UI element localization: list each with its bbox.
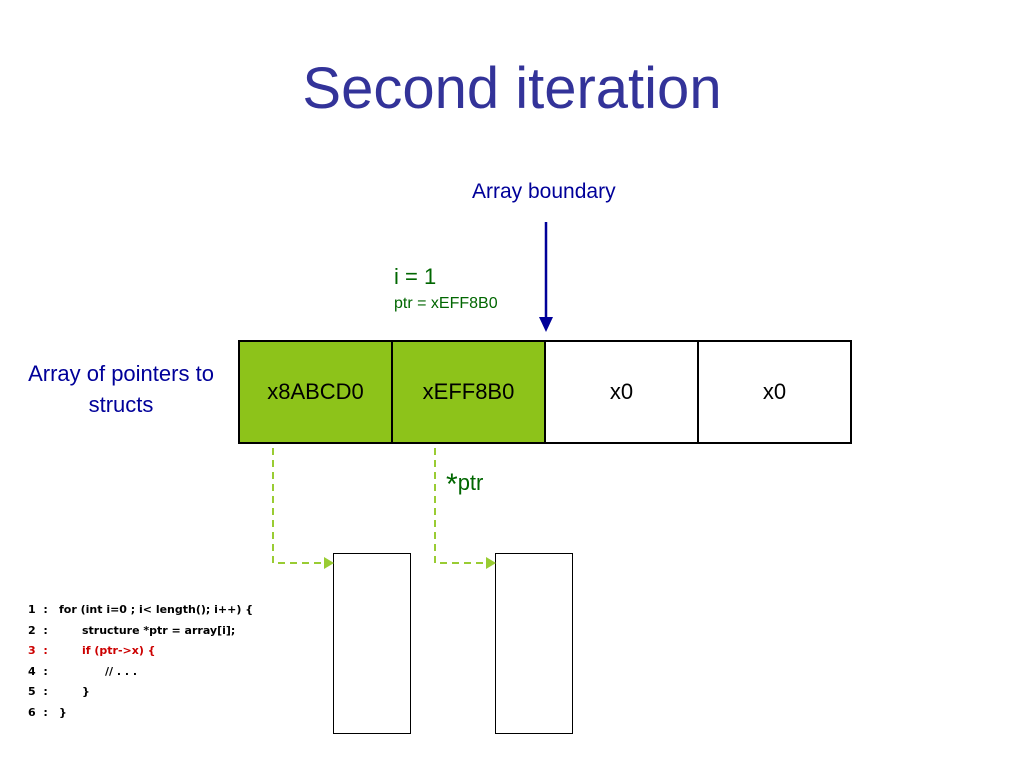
boundary-arrow <box>539 222 553 332</box>
code-text: } <box>59 705 67 719</box>
array-description-label: Array of pointers to structs <box>28 361 214 417</box>
line-number: 3 : <box>28 644 48 658</box>
line-number: 5 : <box>28 685 48 699</box>
code-line-1: 1 : for (int i=0 ; i< length(); i++) { <box>28 603 253 624</box>
array-cell-1: xEFF8B0 <box>391 340 546 444</box>
array-cell-3: x0 <box>697 340 852 444</box>
line-number: 4 : <box>28 664 48 678</box>
code-text: for (int i=0 ; i< length(); i++) { <box>59 603 254 616</box>
code-line-3-highlighted: 3 : if (ptr->x) { <box>28 644 253 665</box>
array-boundary-label: Array boundary <box>472 180 616 203</box>
code-line-5: 5 : } <box>28 685 253 706</box>
pointer-array: x8ABCD0 xEFF8B0 x0 x0 <box>238 340 852 444</box>
code-line-6: 6 :} <box>28 706 253 727</box>
iteration-index-label: i = 1 <box>394 264 437 289</box>
code-text: // . . . <box>59 664 138 678</box>
struct-box-second <box>495 553 573 734</box>
pointer-value-label: ptr = xEFF8B0 <box>394 295 498 312</box>
struct-box-first <box>333 553 411 734</box>
slide-title: Second iteration <box>302 56 722 121</box>
dashed-pointer-arrow-second <box>434 448 496 569</box>
dashed-pointer-arrow-first <box>272 448 334 569</box>
line-number: 1 : <box>28 603 48 616</box>
deref-pointer-label: *ptr <box>446 468 483 502</box>
code-text: if (ptr->x) { <box>59 644 156 658</box>
line-number: 2 : <box>28 623 48 637</box>
code-line-2: 2 : structure *ptr = array[i]; <box>28 624 253 645</box>
code-text: } <box>59 685 90 699</box>
code-line-4: 4 : // . . . <box>28 665 253 686</box>
deref-ptr-text: ptr <box>457 470 484 495</box>
code-listing: 1 : for (int i=0 ; i< length(); i++) { 2 … <box>28 603 253 727</box>
deref-star: * <box>446 468 458 501</box>
line-number: 6 : <box>28 705 48 719</box>
code-text: structure *ptr = array[i]; <box>59 623 236 637</box>
array-cell-0: x8ABCD0 <box>238 340 393 444</box>
